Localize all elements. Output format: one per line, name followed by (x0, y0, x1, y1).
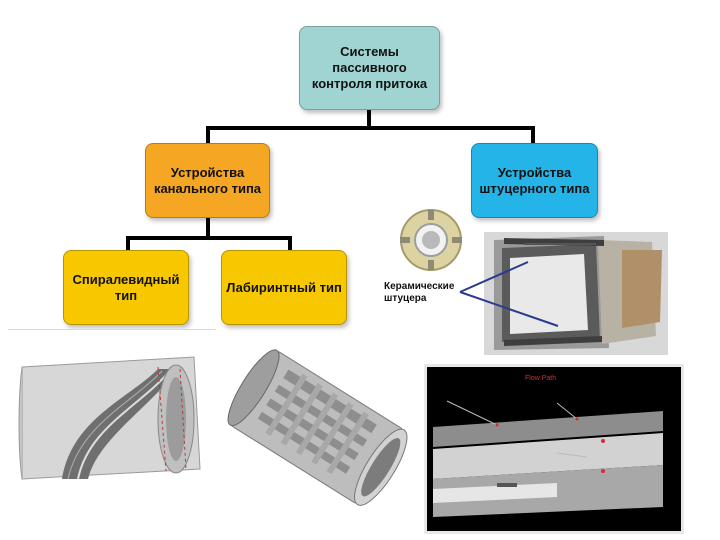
root-box: Системы пассивного контроля притока (299, 26, 440, 110)
level1-horizontal-connector (206, 126, 535, 130)
channel-type-label: Устройства канального типа (153, 164, 262, 196)
ceramic-pointer-lines (459, 261, 559, 327)
choke-device-cutaway-image (484, 232, 668, 355)
labyrinth-type-label: Лабиринтный тип (226, 279, 342, 295)
choke-connector-up (531, 126, 535, 146)
ceramic-nozzle-image (392, 204, 470, 276)
channel-type-box: Устройства канального типа (145, 143, 270, 218)
labyrinth-type-box: Лабиринтный тип (221, 250, 347, 325)
flow-diagram-title: Flow Path (525, 375, 557, 382)
spiral-device-cutaway-image (8, 329, 216, 493)
level2-horizontal-connector (126, 236, 292, 240)
spiral-connector-up (126, 236, 130, 252)
ceramic-label: Керамические штуцера (384, 281, 455, 304)
labyrinth-connector-up (288, 236, 292, 252)
flow-path-diagram-image: Flow Path (424, 364, 684, 534)
spiral-type-box: Спиралевидный тип (63, 250, 189, 325)
channel-connector-up (206, 126, 210, 146)
spiral-type-label: Спиралевидный тип (72, 271, 180, 303)
channel-connector-down (206, 216, 210, 238)
choke-type-label: Устройства штуцерного типа (479, 164, 590, 196)
choke-type-box: Устройства штуцерного типа (471, 143, 598, 218)
root-connector-down (367, 110, 371, 128)
labyrinth-device-image (222, 342, 414, 514)
root-label: Системы пассивного контроля притока (311, 44, 428, 91)
